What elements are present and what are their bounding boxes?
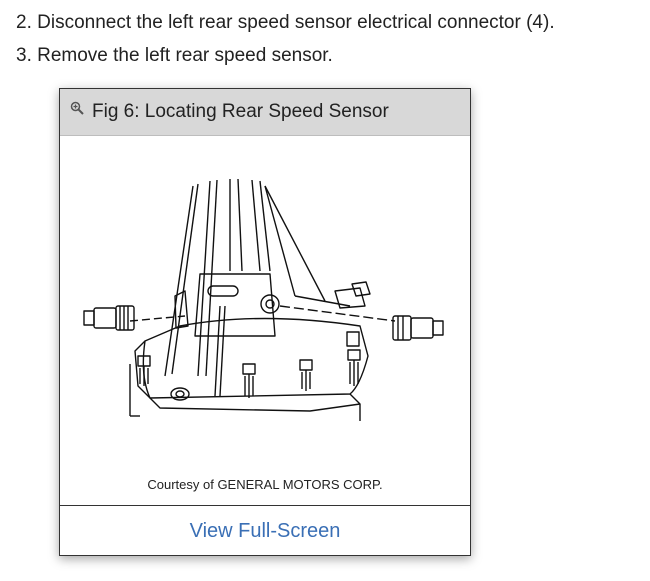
divider	[60, 505, 470, 506]
step-3: 3. Remove the left rear speed sensor.	[16, 45, 333, 66]
figure-credit: Courtesy of GENERAL MOTORS CORP.	[147, 477, 383, 492]
step-2: 2. Disconnect the left rear speed sensor…	[16, 12, 555, 33]
figure-title: Fig 6: Locating Rear Speed Sensor	[92, 101, 389, 122]
zoom-in-icon[interactable]	[70, 101, 84, 115]
rear-speed-sensor-diagram[interactable]	[60, 136, 470, 466]
view-full-screen-link[interactable]: View Full-Screen	[189, 520, 341, 542]
figure-card: Fig 6: Locating Rear Speed Sensor	[59, 88, 471, 556]
figure-header: Fig 6: Locating Rear Speed Sensor	[60, 89, 470, 136]
instruction-steps: 2. Disconnect the left rear speed sensor…	[16, 6, 555, 72]
